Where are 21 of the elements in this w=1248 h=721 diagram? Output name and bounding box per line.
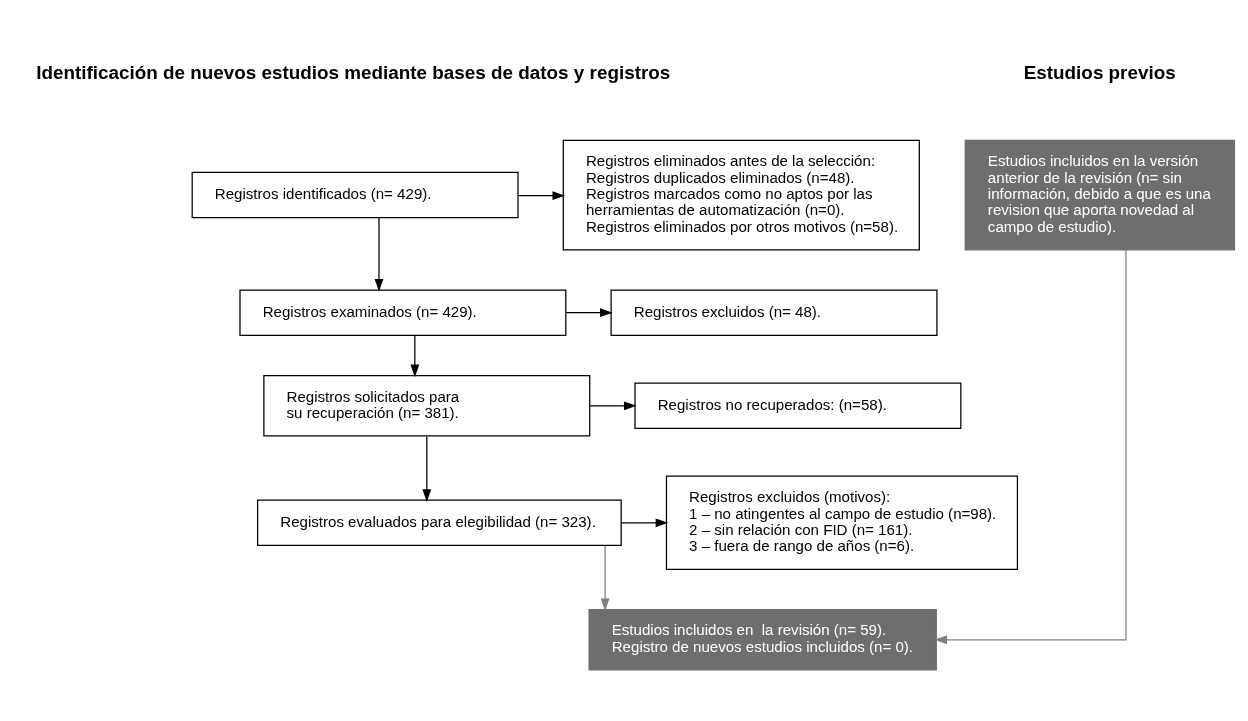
node-box: Registros excluidos (n= 48). bbox=[610, 289, 938, 336]
arrow bbox=[589, 401, 637, 411]
arrow bbox=[600, 545, 610, 612]
label: Identificación de nuevos estudios mediante bases de datos y registros bbox=[36, 61, 671, 83]
node-box: Registros solicitados para su recuperación (n= 381). bbox=[263, 374, 591, 437]
node-box: Estudios incluidos en la revisión (n= 59). Registro de nuevos estudios incluidos (n= 0). bbox=[588, 608, 937, 671]
label: Estudios previos bbox=[1023, 61, 1176, 83]
arrow bbox=[620, 518, 669, 528]
arrow bbox=[934, 249, 1127, 645]
arrow bbox=[374, 217, 384, 292]
arrow bbox=[565, 308, 613, 318]
node-box: Registros excluidos (motivos): 1 – no atingentes al campo de estudio (n=98). 2 – sin relación con FID (n= 161). 3 – fuera de rango de años (n=6). bbox=[665, 475, 1019, 570]
node-box: Registros no recuperados: (n=58). bbox=[634, 382, 962, 430]
arrow bbox=[517, 191, 566, 201]
node-box: Estudios incluidos en la versión anterior de la revisión (n= sin información, debido a que es una revision que aporta novedad al campo de estudio). bbox=[964, 139, 1236, 251]
arrow bbox=[422, 435, 432, 502]
node-box: Registros identificados (n= 429). bbox=[191, 171, 519, 219]
node-box: Registros examinados (n= 429). bbox=[239, 289, 567, 336]
arrow bbox=[410, 335, 420, 378]
node-box: Registros evaluados para elegibilidad (n= 323). bbox=[257, 499, 622, 547]
node-box: Registros eliminados antes de la selección: Registros duplicados eliminados (n=48). Registros marcados como no aptos por las herramientas de automatización (n=0). Registros eliminados por otros motivos (n=58). bbox=[562, 139, 920, 251]
